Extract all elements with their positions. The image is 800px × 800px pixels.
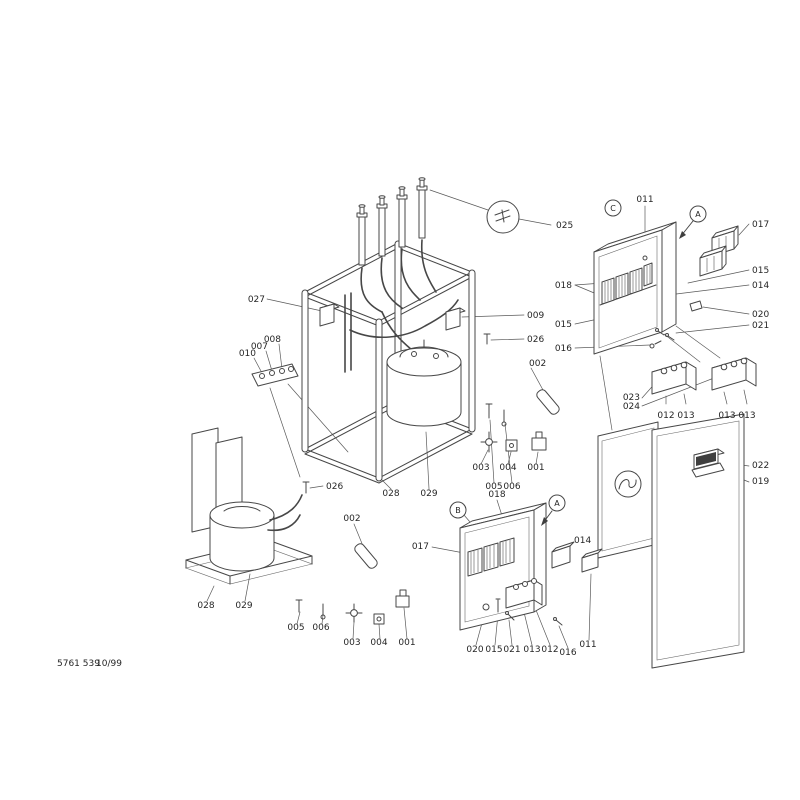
- electrical-panel-b: [459, 502, 603, 631]
- callout-029-left: 029: [235, 601, 252, 611]
- leader-lines: [206, 189, 750, 649]
- callout-005-center: 005: [485, 482, 502, 492]
- callout-017-b: 017: [412, 542, 429, 552]
- callout-013-b: 013: [718, 411, 735, 421]
- callout-019: 019: [752, 477, 769, 487]
- cabinet-panels: [597, 413, 745, 669]
- callout-028-center: 028: [382, 489, 399, 499]
- discharge-pipes: [356, 177, 428, 266]
- callout-001-center: 001: [527, 463, 544, 473]
- panel-c-hardware: [649, 300, 703, 349]
- callout-020-b: 020: [466, 645, 483, 655]
- callout-002-left: 002: [343, 514, 360, 524]
- callout-023: 023: [623, 393, 640, 403]
- marker-a-top-circle: [689, 205, 707, 223]
- callout-022: 022: [752, 461, 769, 471]
- callout-025: 025: [556, 221, 573, 231]
- document-number: 5761 539: [57, 659, 100, 669]
- callout-013-c: 013: [738, 411, 755, 421]
- callout-021-b: 021: [503, 645, 520, 655]
- callout-002-center: 002: [529, 359, 546, 369]
- callout-011-b: 011: [579, 640, 596, 650]
- marker-a-bottom: A: [554, 499, 560, 508]
- small-compressor-unit: [184, 427, 314, 585]
- section-markers: [449, 199, 707, 526]
- arrow-icon: [679, 231, 686, 239]
- callout-012-a: 012: [657, 411, 674, 421]
- callout-012-b: 012: [541, 645, 558, 655]
- callout-015-left: 015: [555, 320, 572, 330]
- callout-003-center: 003: [472, 463, 489, 473]
- marker-a-bottom-circle: [548, 494, 566, 512]
- marker-b: B: [455, 506, 461, 515]
- callout-011-top: 011: [636, 195, 653, 205]
- terminal-blocks: [651, 357, 757, 395]
- callout-008: 008: [264, 335, 281, 345]
- main-frame-assembly: [301, 177, 520, 484]
- callout-006-center: 006: [503, 482, 520, 492]
- relay-blocks: [699, 225, 739, 277]
- callout-015-right: 015: [752, 266, 769, 276]
- electrical-panel-c: [593, 221, 677, 355]
- terminal-strip: [251, 363, 299, 387]
- arrow-icon: [541, 517, 548, 526]
- callout-029-center: 029: [420, 489, 437, 499]
- part-callouts: 025 011 C A 017 015 014 018 020 021 015 …: [197, 195, 769, 658]
- callout-021: 021: [752, 321, 769, 331]
- callout-018-left: 018: [555, 281, 572, 291]
- callout-003-left: 003: [343, 638, 360, 648]
- callout-004-left: 004: [370, 638, 387, 648]
- valve-parts-left: [295, 543, 410, 625]
- callout-005-left: 005: [287, 623, 304, 633]
- callout-009: 009: [527, 311, 544, 321]
- date-code: 10/99: [96, 659, 122, 669]
- callout-017-top: 017: [752, 220, 769, 230]
- callout-006-left: 006: [312, 623, 329, 633]
- callout-026-center: 026: [527, 335, 544, 345]
- callout-015-b: 015: [485, 645, 502, 655]
- callout-014-b: 014: [574, 536, 591, 546]
- callout-004-center: 004: [499, 463, 516, 473]
- callout-028-left: 028: [197, 601, 214, 611]
- callout-001-left: 001: [398, 638, 415, 648]
- callout-013-a: 013: [677, 411, 694, 421]
- callout-010: 010: [239, 349, 256, 359]
- marker-c: C: [610, 204, 616, 213]
- callout-007: 007: [251, 342, 268, 352]
- footer: 5761 539 10/99: [57, 659, 122, 669]
- callout-020: 020: [752, 310, 769, 320]
- callout-016-b: 016: [559, 648, 576, 658]
- callout-024: 024: [623, 402, 640, 412]
- callout-013-b2: 013: [523, 645, 540, 655]
- callout-027: 027: [248, 295, 265, 305]
- marker-c-circle: [604, 199, 622, 217]
- marker-b-circle: [449, 501, 467, 519]
- callout-026-left: 026: [326, 482, 343, 492]
- callout-016-left: 016: [555, 344, 572, 354]
- callout-014-right: 014: [752, 281, 769, 291]
- marker-a-top: A: [695, 210, 701, 219]
- callout-018-b: 018: [488, 490, 505, 500]
- valve-parts-center: [480, 333, 560, 453]
